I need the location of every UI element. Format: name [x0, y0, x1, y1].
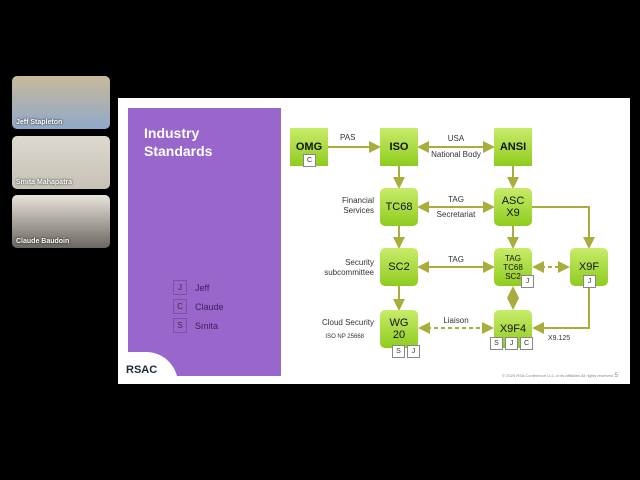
node-sc2: SC2: [380, 248, 418, 286]
tag-j: J: [407, 345, 420, 358]
participant-name: Claude Baudoin: [16, 238, 70, 245]
node-iso: ISO: [380, 128, 418, 166]
tag-j: J: [505, 337, 518, 350]
tag-c: C: [520, 337, 533, 350]
node-ansi: ANSI: [494, 128, 532, 166]
diagram-connectors: [327, 141, 595, 334]
video-tile-jeff[interactable]: Jeff Stapleton: [12, 76, 110, 129]
tag-s: S: [392, 345, 405, 358]
label-usa: USA: [447, 134, 465, 143]
copyright-footer: © 2025 RSA Conference LLC or its affilia…: [502, 373, 614, 378]
label-secretariat: Secretariat: [436, 210, 476, 219]
label-financial-services: Financial Services: [341, 196, 374, 215]
label-cloud-security: Cloud Security: [321, 318, 374, 327]
label-security-subcommittee: Security subcommittee: [324, 258, 374, 277]
label-liaison: Liaison: [443, 316, 469, 325]
slide-title: Industry Standards: [144, 125, 213, 159]
participant-name: Jeff Stapleton: [16, 119, 63, 126]
tag-j: J: [583, 275, 596, 288]
label-x9125: X9.125: [548, 335, 571, 342]
node-tc68: TC68: [380, 188, 418, 226]
label-tag: TAG: [448, 195, 464, 204]
tag-j: J: [521, 275, 534, 288]
video-tile-smita[interactable]: Smita Mahapatra: [12, 136, 110, 189]
label-pas: PAS: [340, 133, 356, 142]
tag-c: C: [303, 154, 316, 167]
label-iso-np: ISO NP 25668: [325, 334, 364, 340]
tag-s: S: [490, 337, 503, 350]
participant-name: Smita Mahapatra: [16, 179, 73, 186]
page-number: 5: [614, 373, 618, 379]
video-tile-claude[interactable]: Claude Baudoin: [12, 195, 110, 248]
label-tag: TAG: [448, 255, 464, 264]
label-national-body: National Body: [431, 150, 481, 159]
